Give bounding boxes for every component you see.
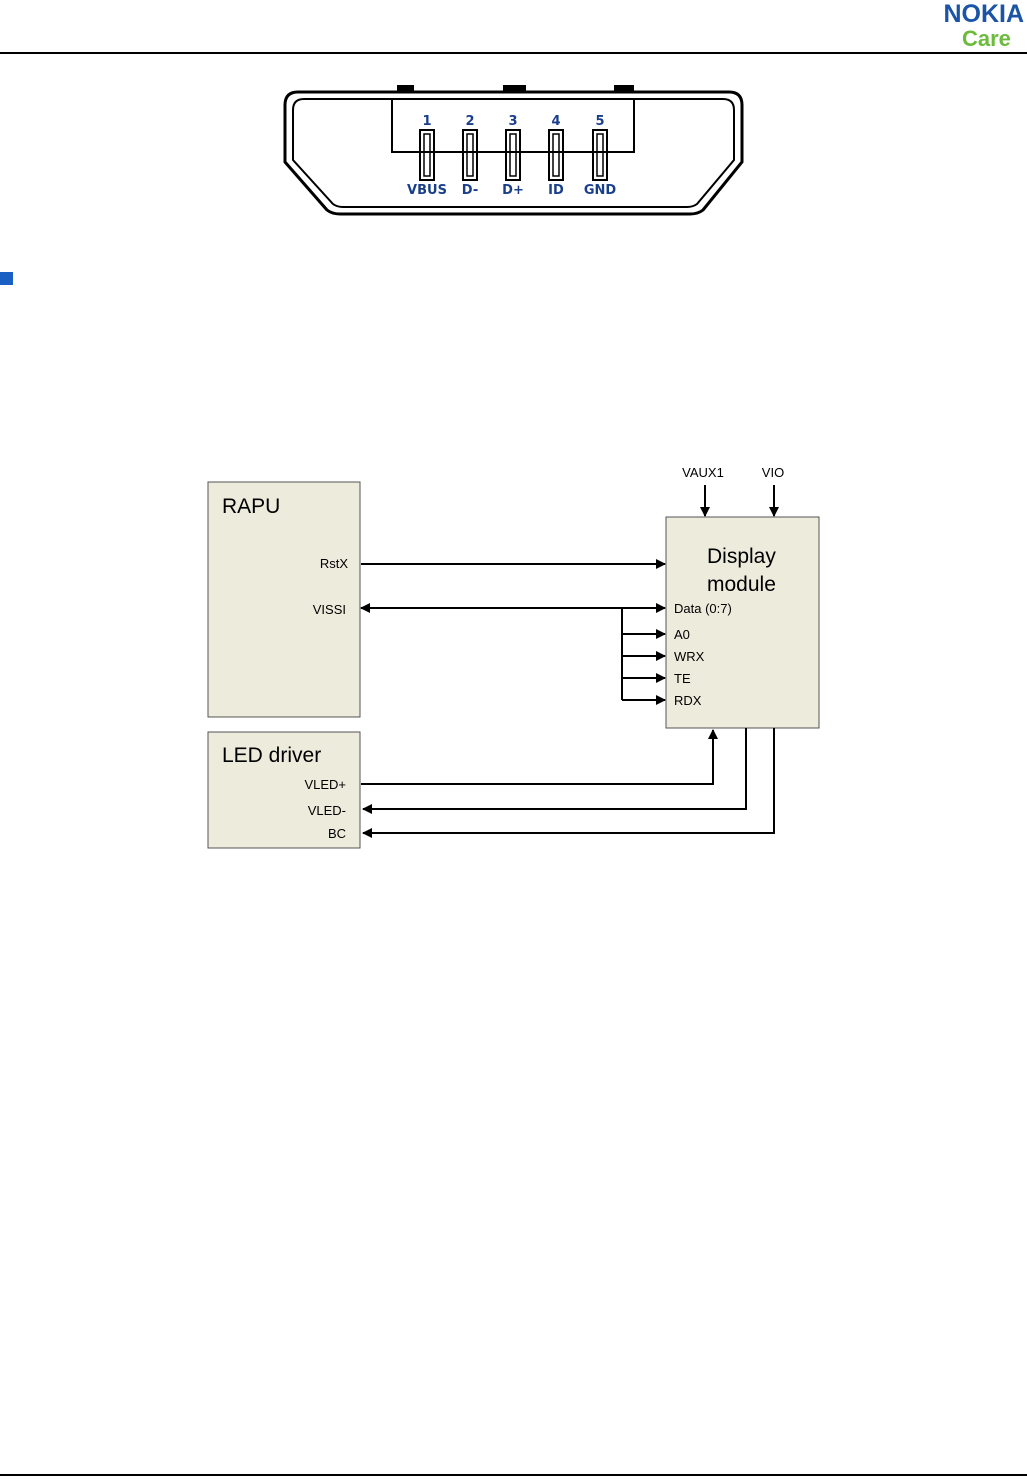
usb-pin-contact <box>462 129 478 181</box>
vio-label: VIO <box>762 465 784 480</box>
connector-outer-shell <box>283 90 744 216</box>
usb-pin-contact-inner <box>552 133 560 177</box>
section-bullet <box>0 272 13 285</box>
usb-pin-number: 3 <box>508 114 517 129</box>
rapu-title: RAPU <box>222 495 280 518</box>
usb-pin-number: 1 <box>422 114 431 129</box>
rdx-label: RDX <box>674 693 702 708</box>
usb-pin-signal-label: D- <box>462 183 478 198</box>
te-label: TE <box>674 671 691 686</box>
data-bus-label: Data (0:7) <box>674 601 732 616</box>
usb-pin-contact <box>505 129 521 181</box>
display-module-title-line1: Display <box>707 545 776 568</box>
display-module-title-line2: module <box>707 573 776 596</box>
usb-pin-contact <box>419 129 435 181</box>
header-rule <box>0 52 1027 54</box>
bc-label: BC <box>328 826 346 841</box>
usb-pin-number: 2 <box>465 114 474 129</box>
usb-pin-contact <box>548 129 564 181</box>
connector-tab-middle <box>503 85 526 92</box>
usb-pin-signal-label: ID <box>548 183 564 198</box>
care-subbrand-text: Care <box>962 26 1011 51</box>
vissi-label: VISSI <box>313 602 346 617</box>
rstx-label: RstX <box>320 556 349 571</box>
a0-label: A0 <box>674 627 690 642</box>
usb-pin-contact-inner <box>423 133 431 177</box>
vled-plus-label: VLED+ <box>304 777 346 792</box>
display-module-block-diagram: RAPU LED driver Display module RstX VISS… <box>207 465 820 849</box>
led-driver-title: LED driver <box>222 744 321 767</box>
usb-pin-signal-label: VBUS <box>407 183 447 198</box>
vaux1-label: VAUX1 <box>682 465 724 480</box>
rapu-block <box>207 481 361 718</box>
usb-pin-contact-inner <box>466 133 474 177</box>
connector-tab-left <box>397 85 414 92</box>
connector-inner-shell <box>292 98 735 208</box>
usb-pin-number: 4 <box>551 114 560 129</box>
usb-pin-contact-inner <box>509 133 517 177</box>
vled-plus-signal-line <box>361 729 718 785</box>
led-driver-block <box>207 731 361 849</box>
bc-signal-line <box>362 728 775 838</box>
usb-pin-signal-label: D+ <box>502 183 524 198</box>
connector-tab-right <box>614 85 634 92</box>
usb-pin-number: 5 <box>595 114 604 129</box>
vled-minus-signal-line <box>362 728 747 814</box>
usb-pin-contact <box>592 129 608 181</box>
display-module-block <box>665 516 820 729</box>
nokia-care-logo: NOKIA Care <box>943 0 1024 51</box>
connector-tongue <box>391 99 635 153</box>
footer-rule <box>0 1474 1027 1476</box>
usb-pin-contact-inner <box>596 133 604 177</box>
wrx-label: WRX <box>674 649 705 664</box>
vled-minus-label: VLED- <box>308 803 346 818</box>
nokia-brand-text: NOKIA <box>943 0 1024 28</box>
usb-pin-signal-label: GND <box>584 183 617 198</box>
